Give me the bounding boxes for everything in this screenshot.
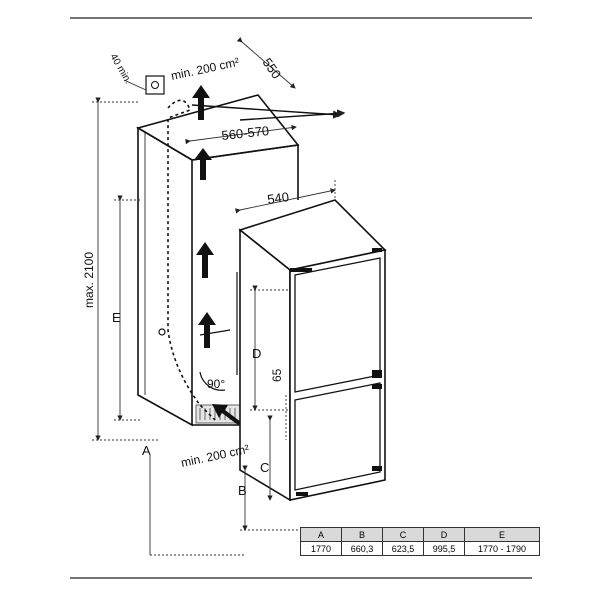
dim-b-label: B	[238, 483, 247, 498]
table-cell: 1770	[300, 541, 342, 556]
airflow-arrow-icon	[198, 312, 216, 348]
vent-marker	[199, 329, 231, 336]
appliance-width-label: 540	[266, 189, 290, 207]
depth-arrow	[191, 104, 342, 119]
table-cell: 995,5	[423, 541, 465, 556]
top-clearance-label: min. 200 cm²	[170, 55, 241, 83]
table-header-cell: D	[423, 527, 465, 542]
table-header-cell: A	[300, 527, 342, 542]
dim-a-label: A	[142, 443, 151, 458]
dimensions-table: A B C D E 1770 660,3 623,5 995,5 1770 - …	[300, 527, 540, 556]
table-header-cell: E	[464, 527, 540, 542]
table-cell: 1770 - 1790	[464, 541, 540, 556]
dim-c-label: C	[260, 460, 269, 475]
airflow-arrow-icon	[196, 242, 214, 278]
cable-clip	[158, 328, 166, 336]
fridge-doors	[294, 257, 381, 491]
airflow-arrow-icon	[192, 85, 210, 120]
table-cell: 660,3	[341, 541, 383, 556]
socket-icon	[145, 75, 165, 95]
door-hinges	[290, 248, 382, 496]
depth-550-label: 550	[260, 55, 285, 81]
rear-gap-label: 40 min.	[107, 52, 133, 86]
table-header-row: A B C D E	[300, 527, 540, 542]
top-air-arrow	[239, 109, 346, 121]
table-row: 1770 660,3 623,5 995,5 1770 - 1790	[300, 541, 540, 556]
power-cable	[167, 99, 216, 421]
table-cell: 623,5	[382, 541, 424, 556]
lower-door	[294, 382, 381, 491]
airflow-arrow-icon	[194, 148, 212, 180]
niche-width-label: 560-570	[221, 123, 270, 143]
airflow-arrows	[192, 85, 241, 425]
dim-d-label: D	[252, 346, 261, 361]
airflow-arrow-icon	[212, 404, 241, 425]
max-height-label: max. 2100	[82, 252, 96, 308]
dim-e-label: E	[112, 310, 121, 325]
dimension-lines	[92, 37, 336, 556]
table-header-cell: B	[341, 527, 383, 542]
upper-door	[294, 257, 381, 393]
gap-65-label: 65	[270, 368, 284, 382]
table-header-cell: C	[382, 527, 424, 542]
door-angle-label: 90°	[207, 377, 225, 391]
